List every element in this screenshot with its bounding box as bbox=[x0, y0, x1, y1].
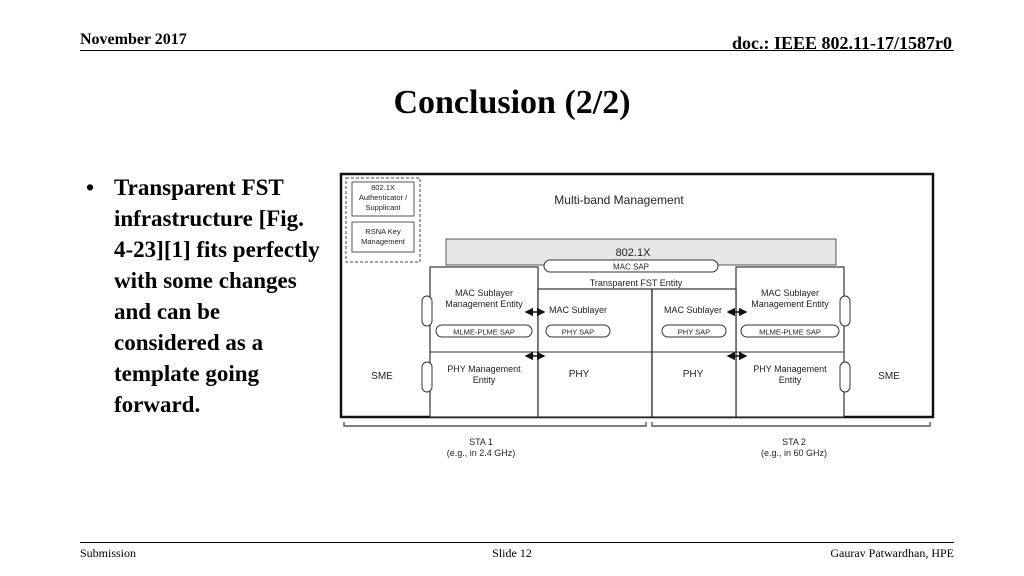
header-doc-id: doc.: IEEE 802.11-17/1587r0 bbox=[731, 33, 952, 53]
auth-line-2: Authenticator / bbox=[359, 193, 408, 202]
sta1-phy-mgmt-line-1: PHY Management bbox=[447, 364, 521, 374]
auth-line-3: Supplicant bbox=[365, 203, 401, 212]
sta1-label-line-2: (e.g., in 2.4 GHz) bbox=[447, 448, 516, 458]
security-group bbox=[345, 177, 421, 263]
rsna-line-2: Management bbox=[361, 237, 406, 246]
sta1-phy: PHY bbox=[569, 369, 590, 380]
sta1-phy-sap-label: PHY SAP bbox=[562, 328, 594, 337]
rsna-box bbox=[351, 221, 415, 253]
sta1-sme-pill-upper bbox=[421, 295, 433, 327]
slide-title: Conclusion (2/2) bbox=[393, 84, 631, 121]
sta1-mlme-line-1: MAC Sublayer bbox=[455, 288, 513, 298]
footer-author: Gaurav Patwardhan, HPE bbox=[830, 546, 954, 560]
sta1-mlme-plme-label: MLME-PLME SAP bbox=[453, 328, 515, 337]
sta1-sme-pill-lower bbox=[421, 361, 433, 393]
sta2-mac-sublayer: MAC Sublayer bbox=[664, 305, 722, 315]
sta2-sme: SME bbox=[878, 371, 900, 382]
mac-sap-pill bbox=[543, 259, 719, 273]
sta2-sme-pill-lower bbox=[839, 361, 851, 393]
sta1-mlme-line-2: Management Entity bbox=[445, 299, 523, 309]
sta2-sme-pill-upper bbox=[839, 295, 851, 327]
sta1-mac-sublayer-column bbox=[537, 288, 653, 418]
sta2-mlme-line-2: Management Entity bbox=[751, 299, 829, 309]
sta1-mac-sublayer: MAC Sublayer bbox=[549, 305, 607, 315]
bullet-text: Transparent FST infrastructure [Fig. 4-2… bbox=[114, 175, 320, 417]
sta2-phy-sap-label: PHY SAP bbox=[678, 328, 710, 337]
architecture-figure: 802.1X Authenticator / Supplicant RSNA K… bbox=[339, 172, 935, 458]
sta1-label-line-1: STA 1 bbox=[469, 437, 493, 447]
sta2-phy-sap-pill bbox=[661, 324, 727, 338]
header-date: November 2017 bbox=[80, 31, 187, 48]
sta1-sme: SME bbox=[371, 371, 393, 382]
auth-line-1: 802.1X bbox=[371, 183, 395, 192]
sta2-phy-mgmt-line-2: Entity bbox=[779, 375, 802, 385]
sta1-brace bbox=[343, 422, 647, 427]
transparent-fst-label: Transparent FST Entity bbox=[590, 278, 683, 288]
sta1-phy-sap-pill bbox=[545, 324, 611, 338]
header-divider bbox=[80, 50, 954, 51]
authenticator-box bbox=[351, 181, 415, 217]
sta2-label-line-2: (e.g., in 60 GHz) bbox=[761, 448, 827, 458]
sta2-phy-mgmt-line-1: PHY Management bbox=[753, 364, 827, 374]
sta1-mac-column bbox=[429, 266, 539, 418]
sta2-mlme-plme-label: MLME-PLME SAP bbox=[759, 328, 821, 337]
mac-sap-label: MAC SAP bbox=[613, 263, 649, 272]
sta2-brace bbox=[651, 422, 931, 427]
dot1x-label: 802.1X bbox=[616, 247, 652, 259]
bullet-marker: • bbox=[86, 175, 95, 200]
sta2-phy: PHY bbox=[683, 369, 704, 380]
footer-submission: Submission bbox=[80, 546, 137, 560]
rsna-line-1: RSNA Key bbox=[365, 227, 401, 236]
sta1-mlme-plme-pill bbox=[435, 324, 533, 338]
footer-divider bbox=[80, 542, 954, 543]
footer-slide-number: Slide 12 bbox=[492, 546, 532, 560]
sta2-mlme-plme-pill bbox=[740, 324, 840, 338]
sta1-phy-mgmt-line-2: Entity bbox=[473, 375, 496, 385]
sta2-label-line-1: STA 2 bbox=[782, 437, 806, 447]
sta2-mlme-line-1: MAC Sublayer bbox=[761, 288, 819, 298]
multiband-label: Multi-band Management bbox=[554, 193, 684, 207]
